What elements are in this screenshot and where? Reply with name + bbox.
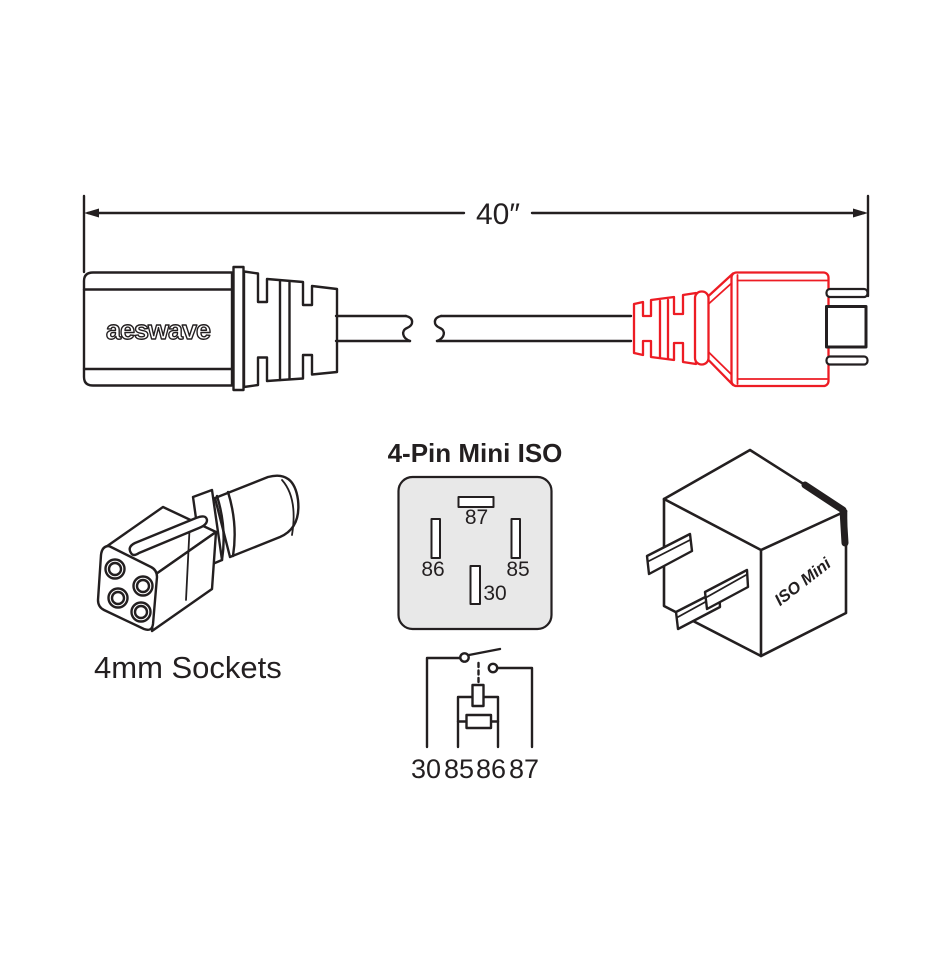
plug-flare-edge-inner	[707, 280, 735, 305]
schematic-switch-arm	[467, 647, 502, 657]
arrowhead-left-icon	[84, 208, 99, 218]
relay-cube-outline	[662, 448, 848, 658]
pin-slot-30	[469, 565, 481, 605]
cable-break-left	[402, 314, 414, 343]
schematic-terminal-30-line	[425, 656, 462, 749]
relay-cube-inner-edges	[662, 497, 848, 658]
pinout-card	[397, 475, 553, 631]
pin-slot-87	[457, 496, 495, 508]
pinout-pin-30-label: 30	[483, 582, 506, 605]
plug-flare-edge	[707, 272, 735, 298]
dimension-label: 40″	[476, 198, 520, 231]
pinout-title: 4-Pin Mini ISO	[388, 438, 563, 468]
connector-nut-ring	[226, 490, 236, 558]
plug-body	[730, 271, 830, 388]
connector-barrel-end-arc	[281, 479, 295, 536]
plug-flare-edge-inner	[707, 351, 735, 378]
schematic-contact-point	[459, 652, 470, 663]
connector-body-seam	[185, 519, 191, 601]
aeswave-logo-text: aeswave	[106, 315, 211, 345]
socket-hole-inner	[110, 590, 126, 606]
schematic-contact-point	[487, 662, 499, 674]
sockets-connector-drawing: 4mm Sockets	[94, 474, 300, 685]
iso-plug-connector	[632, 271, 869, 388]
terminal-blade-center	[825, 305, 868, 349]
schematic-terminal-85-label: 85	[444, 754, 474, 784]
schematic-armature	[471, 683, 485, 708]
sockets-caption: 4mm Sockets	[94, 650, 282, 685]
socket-hole-inner	[135, 578, 151, 594]
pinout-pin-87-label: 87	[465, 506, 488, 529]
connector-body	[82, 271, 234, 387]
socket-hole-inner	[133, 604, 149, 620]
iso-mini-relay-drawing: ISO Mini	[645, 448, 849, 658]
aeswave-connector: aeswave	[82, 265, 339, 392]
connector-top-ridge	[128, 515, 209, 557]
cable	[334, 314, 633, 343]
pin-slot-86	[430, 518, 441, 559]
terminal-pin-top	[825, 287, 869, 299]
connector-nut-ring	[215, 494, 225, 562]
dimension-annotation: 40″	[82, 194, 870, 298]
schematic-terminal-30-label: 30	[411, 754, 441, 784]
plug-flare-edge	[707, 358, 735, 387]
relay-schematic: 30 85 86 87	[411, 647, 539, 784]
socket-hole-inner	[107, 561, 123, 577]
plug-collar	[693, 290, 710, 366]
pinout-diagram: 4-Pin Mini ISO 87 86 85 30	[388, 438, 563, 631]
connector-flange	[232, 265, 245, 392]
cable-break-right	[433, 314, 445, 343]
schematic-terminal-87-line	[496, 666, 534, 749]
schematic-coil	[465, 713, 493, 730]
relay-terminal-blade-edge	[706, 574, 747, 598]
relay-terminal-blade-edge	[648, 539, 691, 562]
relay-cube-shaded-edge	[801, 481, 849, 547]
plug-strain-relief-boot	[632, 291, 698, 366]
arrowhead-right-icon	[853, 208, 868, 218]
schematic-terminal-86-label: 86	[476, 754, 506, 784]
pinout-pin-86-label: 86	[421, 558, 444, 581]
pin-slot-85	[510, 518, 521, 559]
connector-barrel	[213, 474, 300, 559]
schematic-terminal-87-label: 87	[509, 754, 539, 784]
pinout-pin-85-label: 85	[506, 558, 529, 581]
terminal-pin-bottom	[825, 355, 869, 366]
